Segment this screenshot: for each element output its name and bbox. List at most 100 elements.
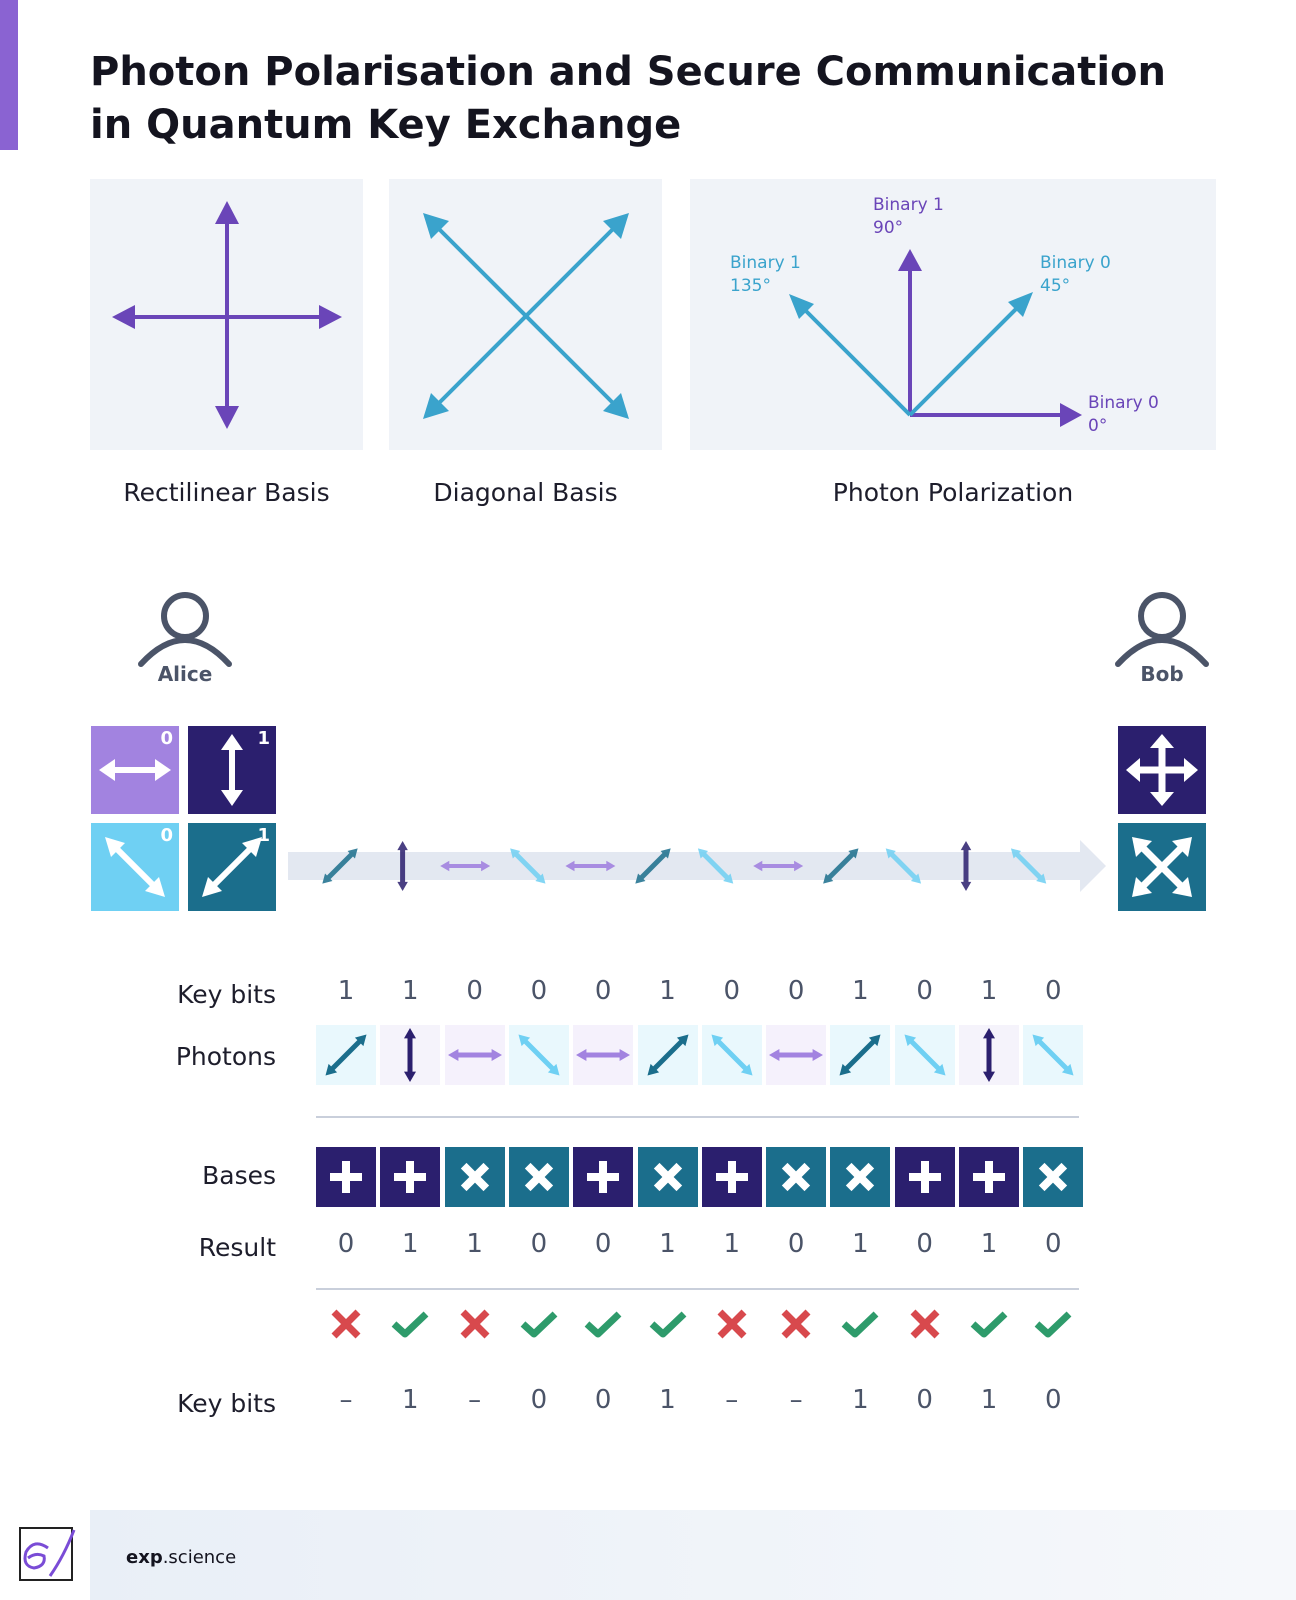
photon-cell-diag-45 xyxy=(830,1025,891,1085)
beam-photon-horizontal xyxy=(440,860,491,872)
tile-bit: 1 xyxy=(257,728,270,749)
diagonal-basis-panel xyxy=(389,179,662,450)
basis-cell-rectilinear xyxy=(573,1147,634,1207)
diag-45-arrow-icon xyxy=(839,1034,881,1076)
exp-science-logo-icon xyxy=(19,1527,76,1581)
final-key-bit-cell: 0 xyxy=(530,1385,548,1415)
divider-bottom xyxy=(316,1288,1079,1290)
basis-cell-rectilinear xyxy=(894,1147,955,1207)
basis-cell-diagonal xyxy=(830,1147,891,1207)
x-icon xyxy=(781,1162,811,1192)
horizontal-arrow-icon xyxy=(769,1049,824,1061)
beam-photon-diag-135 xyxy=(697,848,734,884)
cross-icon xyxy=(331,1309,361,1339)
diagonal-cross-arrows-icon xyxy=(1132,837,1192,897)
alice-tile-horizontal: 0 xyxy=(91,726,179,814)
photon-cell-vertical xyxy=(959,1025,1019,1085)
label-45: Binary 0 45° xyxy=(1040,253,1111,296)
result-cell: 1 xyxy=(723,1229,741,1259)
basis-cell-diagonal xyxy=(508,1147,569,1207)
diagonal-45-arrow-icon xyxy=(202,837,262,897)
key-bit-cell: 0 xyxy=(787,976,805,1006)
plus-icon xyxy=(715,1161,748,1193)
result-cell: 0 xyxy=(1045,1229,1062,1259)
match-mark xyxy=(959,1306,1019,1346)
diagonal-135-arrow-icon xyxy=(105,837,165,897)
rectilinear-cross-arrows-icon xyxy=(1126,734,1198,806)
basis-cell-diagonal xyxy=(444,1147,505,1207)
label-90: Binary 1 90° xyxy=(873,195,944,238)
photon-beam xyxy=(288,838,1106,894)
final-key-bit-cell: 1 xyxy=(852,1385,869,1415)
check-icon xyxy=(584,1311,622,1338)
polarization-caption: Photon Polarization xyxy=(832,478,1074,507)
vertical-arrow-icon xyxy=(983,1028,995,1082)
match-mark xyxy=(895,1306,955,1346)
alice-tile-diag-135: 0 xyxy=(91,823,179,911)
tile-bit: 0 xyxy=(160,728,173,749)
match-mark xyxy=(830,1306,890,1346)
match-mark xyxy=(1023,1306,1083,1346)
final-key-bit-cell: – xyxy=(468,1385,482,1415)
final-key-bit-cell: – xyxy=(339,1385,353,1415)
beam-photon-vertical xyxy=(960,841,972,891)
result-cell: 1 xyxy=(980,1229,998,1259)
photon-cell-diag-135 xyxy=(1023,1025,1084,1085)
polarization-angles-icon xyxy=(789,249,1082,427)
result-cell: 1 xyxy=(852,1229,869,1259)
match-mark xyxy=(573,1306,633,1346)
beam-photon-horizontal xyxy=(565,860,616,872)
basis-cell-diagonal xyxy=(1023,1147,1084,1207)
basis-cell-diagonal xyxy=(766,1147,827,1207)
key-bit-cell: 0 xyxy=(466,976,483,1006)
basis-cell-rectilinear xyxy=(959,1147,1019,1207)
rectilinear-caption: Rectilinear Basis xyxy=(123,478,330,507)
result-cell: 1 xyxy=(466,1229,483,1259)
accent-bar xyxy=(0,0,18,150)
plus-icon xyxy=(587,1161,620,1193)
diag-45-arrow-icon xyxy=(325,1034,367,1076)
x-icon xyxy=(524,1162,554,1192)
divider-top xyxy=(316,1116,1079,1118)
match-mark xyxy=(702,1306,762,1346)
final-key-bits-label: Key bits xyxy=(177,1389,276,1418)
user-icon xyxy=(1115,592,1209,667)
beam-photon-diag-135 xyxy=(885,848,922,884)
photon-cell-horizontal xyxy=(444,1025,505,1085)
plus-icon xyxy=(973,1161,1005,1193)
beam-photon-diag-45 xyxy=(823,848,859,884)
result-cell: 0 xyxy=(530,1229,548,1259)
key-bit-cell: 1 xyxy=(852,976,869,1006)
x-icon xyxy=(846,1162,875,1192)
plus-icon xyxy=(908,1161,941,1193)
result-cell: 1 xyxy=(402,1229,419,1259)
key-bit-cell: 0 xyxy=(1045,976,1062,1006)
basis-cell-rectilinear xyxy=(701,1147,762,1207)
diagonal-caption: Diagonal Basis xyxy=(433,478,618,507)
beam-photon-diag-45 xyxy=(635,848,671,884)
key-bit-cell: 1 xyxy=(337,976,355,1006)
final-key-bit-cell: 1 xyxy=(980,1385,998,1415)
tile-bit: 1 xyxy=(257,825,270,846)
result-cell: 0 xyxy=(916,1229,933,1259)
alice-tile-vertical: 1 xyxy=(188,726,276,814)
key-bit-cell: 1 xyxy=(980,976,998,1006)
result-cell: 1 xyxy=(659,1229,676,1259)
final-key-bit-cell: 0 xyxy=(916,1385,933,1415)
label-135: Binary 1 135° xyxy=(730,253,801,296)
final-key-bit-cell: 0 xyxy=(1045,1385,1062,1415)
check-icon xyxy=(520,1311,558,1338)
photon-cell-vertical xyxy=(380,1025,441,1085)
user-icon xyxy=(138,592,232,667)
x-icon xyxy=(653,1162,682,1192)
final-key-bit-cell: 0 xyxy=(594,1385,612,1415)
match-mark xyxy=(638,1306,698,1346)
photons-label: Photons xyxy=(175,1042,276,1071)
cross-icon xyxy=(910,1309,940,1339)
bob-diagonal-filter xyxy=(1118,823,1206,911)
photon-cell-diag-135 xyxy=(894,1025,955,1085)
basis-cell-rectilinear xyxy=(316,1147,376,1207)
plus-icon xyxy=(394,1161,427,1193)
bob-avatar xyxy=(1112,588,1212,688)
check-icon xyxy=(1034,1311,1072,1338)
